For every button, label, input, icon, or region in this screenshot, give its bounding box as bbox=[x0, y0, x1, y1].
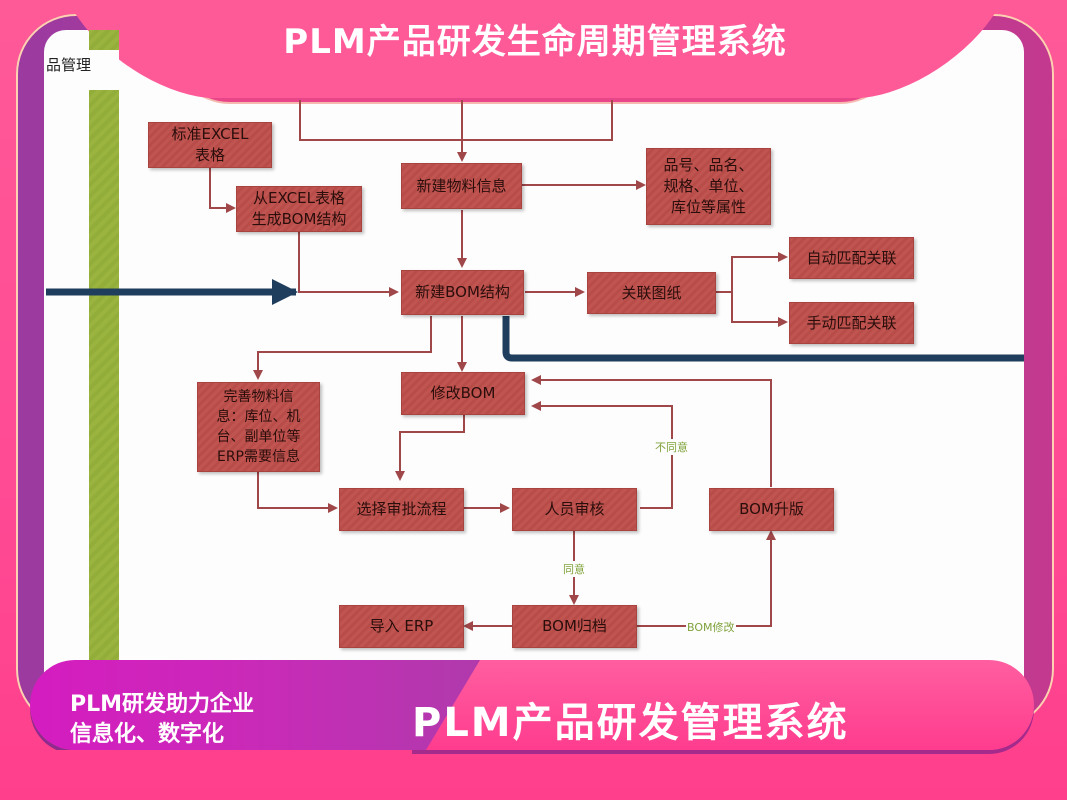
node-label: 手动匹配关联 bbox=[806, 313, 897, 332]
connector-excelbom-to-bom bbox=[298, 230, 399, 297]
connector-top-loop bbox=[299, 100, 613, 141]
swimlane-label-gap bbox=[89, 50, 119, 90]
node-auto-match[interactable]: 自动匹配关联 bbox=[789, 237, 914, 279]
node-label: 品号、品名、 规格、单位、 库位等属性 bbox=[663, 156, 754, 216]
edge-label-agree: 同意 bbox=[562, 561, 586, 577]
footer-slogan-line2: 信息化、数字化 bbox=[70, 722, 225, 747]
connector-complete-to-approval bbox=[257, 472, 338, 513]
node-excel-template[interactable]: 标准EXCEL 表格 bbox=[148, 122, 272, 168]
connector-modify-to-approval bbox=[395, 415, 465, 481]
edge-label-disagree: 不同意 bbox=[654, 439, 689, 455]
node-manual-match[interactable]: 手动匹配关联 bbox=[789, 302, 914, 344]
node-complete-material[interactable]: 完善物料信 息：库位、机 台、副单位等 ERP需要信息 bbox=[197, 382, 320, 472]
node-label: 选择审批流程 bbox=[356, 500, 447, 518]
node-bom-upgrade[interactable]: BOM升版 bbox=[709, 488, 834, 531]
connector-bom-modify bbox=[637, 530, 776, 627]
node-bom-archive[interactable]: BOM归档 bbox=[512, 605, 637, 648]
node-new-bom[interactable]: 新建BOM结构 bbox=[401, 270, 524, 315]
node-label: 人员审核 bbox=[544, 500, 605, 518]
node-label: 新建物料信息 bbox=[416, 176, 507, 195]
node-label: 关联图纸 bbox=[621, 283, 682, 302]
node-label: BOM归档 bbox=[542, 617, 607, 635]
node-label: 导入 ERP bbox=[369, 617, 434, 635]
connector-excel-to-bom bbox=[209, 167, 236, 213]
footer-title: PLM产品研发管理系统 bbox=[412, 700, 849, 746]
node-import-erp[interactable]: 导入 ERP bbox=[339, 605, 464, 648]
page-title: PLM产品研发生命周期管理系统 bbox=[283, 22, 787, 62]
edge-label-bom-modify: BOM修改 bbox=[686, 619, 736, 635]
node-label: 从EXCEL表格 生成BOM结构 bbox=[251, 189, 347, 228]
swimlane-divider-right bbox=[502, 316, 1024, 362]
title-banner: PLM产品研发生命周期管理系统 bbox=[170, 0, 900, 98]
connector-drawing-branch bbox=[716, 256, 786, 323]
node-label: 修改BOM bbox=[430, 384, 496, 402]
connector-upgrade-to-modify bbox=[531, 375, 772, 487]
footer-slogan: PLM研发助力企业 信息化、数字化 bbox=[70, 690, 254, 750]
node-select-approval[interactable]: 选择审批流程 bbox=[339, 488, 464, 531]
node-label: BOM升版 bbox=[739, 500, 804, 518]
node-label: 标准EXCEL 表格 bbox=[171, 125, 249, 164]
swimlane-bar bbox=[89, 30, 119, 670]
node-label: 完善物料信 息：库位、机 台、副单位等 ERP需要信息 bbox=[216, 389, 301, 465]
node-modify-bom[interactable]: 修改BOM bbox=[401, 372, 525, 415]
footer-slogan-line1: PLM研发助力企业 bbox=[70, 692, 255, 717]
node-label: 新建BOM结构 bbox=[415, 283, 510, 301]
node-excel-to-bom[interactable]: 从EXCEL表格 生成BOM结构 bbox=[236, 186, 362, 232]
node-new-material[interactable]: 新建物料信息 bbox=[401, 163, 522, 209]
node-material-attrs[interactable]: 品号、品名、 规格、单位、 库位等属性 bbox=[646, 148, 771, 225]
swimlane-label: 品管理 bbox=[46, 56, 92, 74]
connector-disagree bbox=[531, 401, 673, 509]
node-label: 自动匹配关联 bbox=[806, 248, 897, 267]
footer-slogan-panel bbox=[30, 660, 480, 750]
node-link-drawing[interactable]: 关联图纸 bbox=[587, 272, 716, 314]
node-staff-review[interactable]: 人员审核 bbox=[512, 488, 637, 531]
footer-banner bbox=[412, 660, 1034, 750]
connector-bom-to-complete bbox=[253, 316, 432, 380]
